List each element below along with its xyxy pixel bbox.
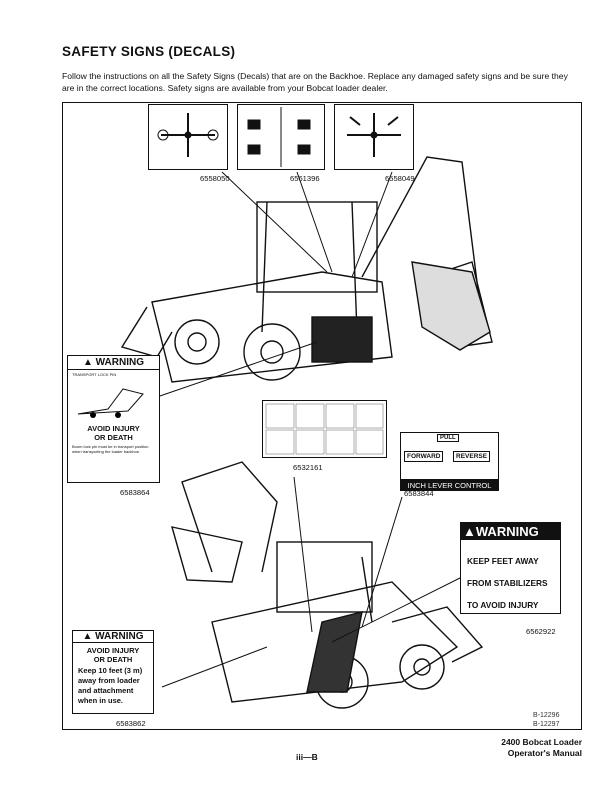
warning-heading: ▲WARNING xyxy=(461,523,560,540)
lever-caption: INCH LEVER CONTROL xyxy=(400,480,499,491)
decal-loader-controls-right xyxy=(334,104,414,170)
part-number: 6583864 xyxy=(120,488,150,497)
decal-line: FROM STABILIZERS xyxy=(467,578,548,588)
decal-line: AVOID INJURY xyxy=(87,424,140,433)
warning-triangle-icon: ▲ xyxy=(463,524,476,539)
illustration-frame xyxy=(62,102,582,730)
figure-ref: B-12296 xyxy=(533,712,560,719)
manual-footer: 2400 Bobcat Loader Operator's Manual xyxy=(501,737,582,759)
warning-triangle-icon: ▲ xyxy=(82,357,96,368)
decal-fineprint: Boom lock pin must be in transport posit… xyxy=(72,444,149,454)
decal-line: OR DEATH xyxy=(94,433,133,442)
lever-reverse-label: REVERSE xyxy=(453,451,491,462)
decal-line: OR DEATH xyxy=(93,655,133,664)
footer-line: 2400 Bobcat Loader xyxy=(501,737,582,747)
lever-forward-label: FORWARD xyxy=(404,451,444,462)
decal-line: KEEP FEET AWAY xyxy=(467,556,539,566)
warning-heading: ▲ WARNING xyxy=(68,356,159,370)
decal-operating-instructions xyxy=(262,400,387,458)
instruction-panels-icon xyxy=(265,403,384,455)
lever-pull-label: PULL xyxy=(437,434,459,442)
lower-backhoe-drawing xyxy=(171,461,484,709)
part-number: 6583862 xyxy=(116,719,146,728)
warning-triangle-icon: ▲ xyxy=(82,631,96,642)
figure-ref: B-12297 xyxy=(533,721,560,728)
decal-control-pattern-center xyxy=(237,104,325,170)
control-pictogram-icon xyxy=(347,113,401,157)
decal-stabilizer-warning: ▲WARNING KEEP FEET AWAY FROM STABILIZERS… xyxy=(460,522,561,614)
part-number: 6562922 xyxy=(526,627,556,636)
decal-loader-controls-left xyxy=(148,104,228,170)
part-number: 6558049 xyxy=(385,174,415,183)
control-pictogram-icon xyxy=(247,107,311,167)
page-number: iii—B xyxy=(296,752,318,762)
upper-backhoe-drawing xyxy=(120,156,493,383)
backhoe-pictogram-icon xyxy=(77,388,144,418)
control-pictogram-icon xyxy=(157,113,219,157)
decal-transport-lock-warning: ▲ WARNING TRANSPORT LOCK PIN AVOID INJUR… xyxy=(67,355,160,483)
decal-line: TO AVOID INJURY xyxy=(467,600,539,610)
decal-inch-lever: PULL FORWARD REVERSE xyxy=(400,432,499,480)
part-number: 6532161 xyxy=(293,463,323,472)
decal-line: AVOID INJURY xyxy=(86,646,140,655)
decal-loader-warning: ▲ WARNING AVOID INJURY OR DEATH Keep 10 … xyxy=(72,630,154,714)
intro-paragraph: Follow the instructions on all the Safet… xyxy=(62,71,568,93)
part-number: 6561396 xyxy=(290,174,320,183)
decal-instruction: Keep 10 feet (3 m) away from loader and … xyxy=(78,666,143,705)
warning-heading: ▲ WARNING xyxy=(73,631,153,643)
backhoe-illustration xyxy=(120,156,493,709)
part-number: 6558050 xyxy=(200,174,230,183)
decal-subtitle: TRANSPORT LOCK PIN xyxy=(72,372,117,377)
footer-line: Operator's Manual xyxy=(507,748,582,758)
page-title: SAFETY SIGNS (DECALS) xyxy=(62,44,236,59)
part-number: 6583844 xyxy=(404,489,434,498)
